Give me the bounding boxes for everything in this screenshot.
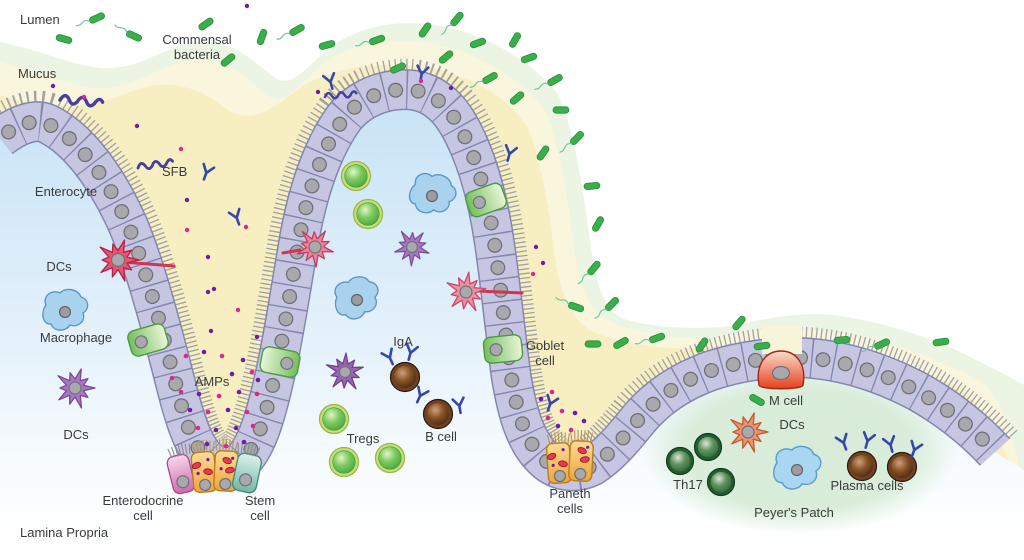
treg-cell (374, 442, 406, 474)
dc-pink-villus2-left (293, 224, 339, 271)
label-peyers-patch: Peyer's Patch (754, 505, 834, 520)
crypt-cells (166, 428, 594, 495)
paneth-cell-3 (545, 441, 573, 485)
label-stem-line1: Stem (245, 493, 275, 508)
label-enterodocrine-line2: cell (133, 508, 153, 523)
goblet-cell-3 (464, 182, 508, 218)
stem-cell (231, 452, 263, 494)
label-dcs-villus: DCs (46, 259, 72, 274)
label-goblet-line2: cell (535, 353, 555, 368)
m-cell-mucus-cover (762, 326, 802, 354)
goblet-cells (127, 182, 524, 378)
label-dcs-lamina: DCs (63, 427, 89, 442)
amp-dots (169, 349, 587, 449)
paneth-cell-2 (213, 450, 239, 492)
label-sfb: SFB (162, 164, 187, 179)
treg-cell (340, 160, 372, 192)
label-commensal-bacteria-line2: bacteria (174, 47, 221, 62)
m-cell-group (757, 326, 805, 390)
macrophage-villus2-lower (329, 272, 384, 324)
label-m-cell: M cell (769, 393, 803, 408)
label-commensal-bacteria-line1: Commensal (162, 32, 231, 47)
macrophage-villus2-upper (405, 167, 461, 221)
label-paneth-line1: Paneth (549, 486, 590, 501)
label-lamina-propria: Lamina Propria (20, 525, 109, 540)
th17-cell (665, 446, 695, 476)
label-iga: IgA (393, 334, 413, 349)
enterodocrine-cell (166, 453, 196, 495)
label-enterodocrine-line1: Enterodocrine (103, 493, 184, 508)
label-enterocyte: Enterocyte (35, 184, 97, 199)
treg-cell (318, 403, 350, 435)
label-plasma-cells: Plasma cells (831, 478, 904, 493)
label-amps: AMPs (195, 374, 230, 389)
dc-pink-villus2-right (445, 269, 490, 316)
label-dcs-peyers: DCs (779, 417, 805, 432)
th17-cell (693, 432, 723, 462)
paneth-cell-4 (568, 440, 594, 482)
b-cell (389, 361, 421, 393)
bacteria-group (54, 10, 950, 408)
mucus-dots (50, 3, 546, 340)
label-tregs: Tregs (347, 431, 380, 446)
label-goblet-line1: Goblet (526, 338, 565, 353)
dc-purple-villus2-lower (324, 349, 369, 396)
macrophage-villus1 (42, 288, 89, 331)
th17-cell (706, 467, 736, 497)
dc-orange-peyers (730, 412, 769, 453)
dc-purple-villus2-upper (390, 225, 436, 271)
labels: Lumen Mucus Commensal bacteria Enterocyt… (18, 12, 904, 540)
plasma-cell (846, 450, 878, 482)
m-cell (757, 350, 805, 390)
treg-cell (328, 446, 360, 478)
b-cell (422, 398, 454, 430)
label-mucus: Mucus (18, 66, 57, 81)
label-stem-line2: cell (250, 508, 270, 523)
label-b-cell: B cell (425, 429, 457, 444)
goblet-cell-2 (259, 346, 301, 378)
dc-purple-lamina (57, 368, 96, 409)
immune-cells (42, 160, 918, 497)
paneth-cell-1 (190, 450, 218, 494)
goblet-cell-1 (127, 323, 169, 357)
label-lumen: Lumen (20, 12, 60, 27)
label-macrophage: Macrophage (40, 330, 112, 345)
dc-red-villus1 (99, 239, 140, 282)
label-paneth-line2: cells (557, 501, 584, 516)
treg-cell (352, 198, 384, 230)
label-th17: Th17 (673, 477, 703, 492)
goblet-cell-4 (482, 334, 524, 364)
macrophage-peyers (772, 445, 822, 490)
